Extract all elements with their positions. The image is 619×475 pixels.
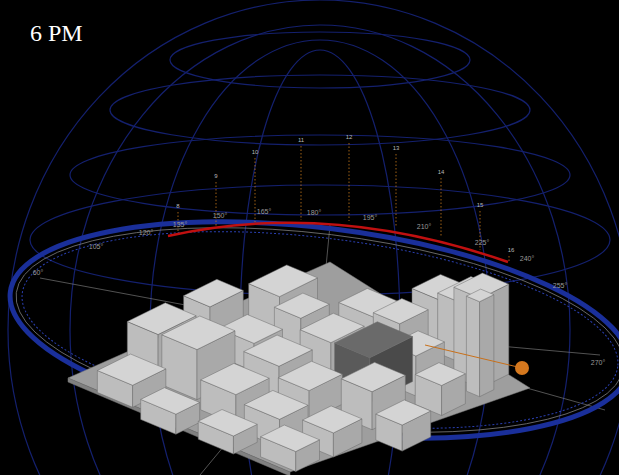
city-model: [68, 262, 530, 475]
building-face: [341, 362, 405, 391]
building-face: [141, 388, 200, 415]
radial-lines: [40, 225, 605, 475]
building-face: [376, 400, 431, 425]
horizon-ring: [0, 191, 619, 470]
azimuth-label: 165°: [257, 208, 271, 215]
hour-label: 14: [438, 169, 445, 175]
building-face: [274, 293, 329, 318]
azimuth-label: 135°: [173, 221, 187, 228]
building-face: [373, 299, 428, 324]
building-face: [201, 363, 269, 394]
hour-label: 9: [214, 173, 217, 179]
building-face: [68, 262, 530, 472]
azimuth-label: 195°: [363, 214, 377, 221]
azimuth-label: 270°: [591, 359, 605, 366]
azimuth-label: 210°: [417, 223, 431, 230]
building-face: [415, 363, 465, 386]
sun: [515, 361, 529, 375]
azimuth-label: 150°: [213, 212, 227, 219]
building-face: [335, 322, 413, 358]
dome-wireframe: [8, 0, 619, 475]
sun-ray: [425, 345, 522, 368]
building-face: [480, 295, 494, 397]
hour-markers: [178, 143, 509, 262]
azimuth-label: 105°: [89, 243, 103, 250]
hour-label: 10: [252, 149, 259, 155]
hour-label: 8: [176, 203, 179, 209]
azimuth-label: 60°: [33, 269, 44, 276]
building-face: [466, 289, 493, 302]
azimuth-label: 180°: [307, 209, 321, 216]
hour-label: 16: [508, 247, 515, 253]
hour-label: 15: [477, 202, 484, 208]
building-face: [198, 410, 257, 437]
building-face: [261, 425, 320, 452]
hour-label: 13: [393, 145, 400, 151]
hour-label: 11: [298, 137, 304, 143]
view-title: 6 PM: [30, 20, 83, 47]
building-face: [244, 335, 312, 366]
azimuth-label: 255°: [553, 282, 567, 289]
azimuth-label: 120°: [139, 229, 153, 236]
building-face: [162, 316, 235, 350]
sun-path-arc: [168, 223, 508, 262]
building-face: [466, 296, 479, 397]
building-face: [249, 265, 318, 297]
azimuth-label: 240°: [520, 255, 534, 262]
building-face: [278, 361, 342, 390]
building-face: [303, 406, 362, 433]
hour-label: 12: [346, 134, 353, 140]
building-face: [184, 279, 244, 307]
building-face: [244, 390, 308, 419]
azimuth-label: 225°: [475, 239, 489, 246]
building-face: [97, 354, 165, 385]
